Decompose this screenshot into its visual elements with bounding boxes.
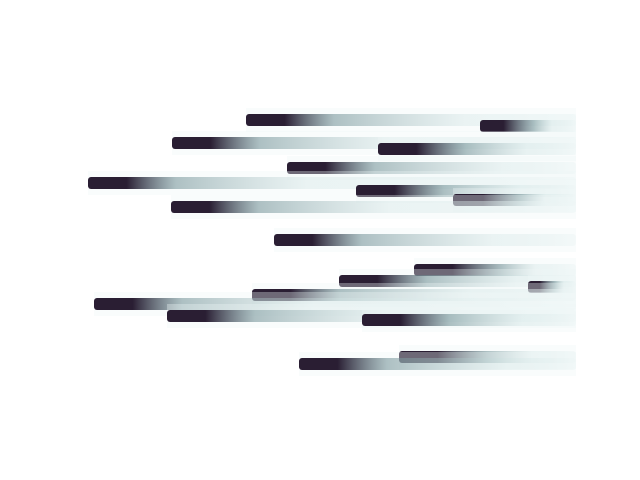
streak xyxy=(362,314,576,326)
streak xyxy=(94,298,576,310)
streak xyxy=(299,358,576,370)
streak xyxy=(287,162,576,174)
streak xyxy=(378,143,576,155)
streak xyxy=(171,201,576,213)
streak xyxy=(274,234,576,246)
streak xyxy=(414,264,576,276)
streak xyxy=(339,275,576,287)
streak xyxy=(480,120,576,132)
